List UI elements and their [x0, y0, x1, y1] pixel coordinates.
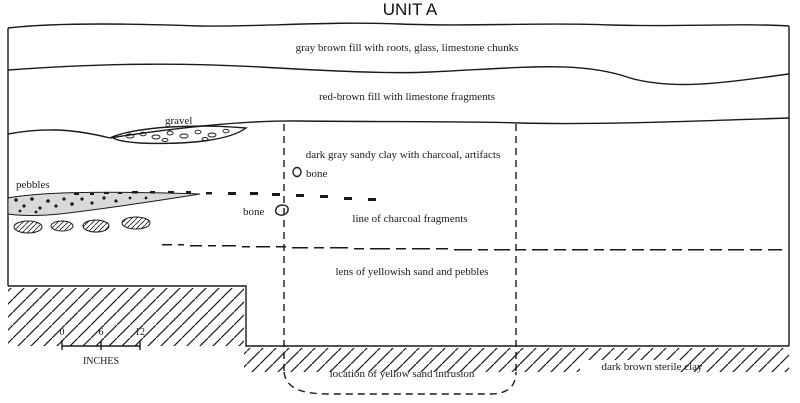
- large-stones: [13, 216, 151, 234]
- label-gravel: gravel: [165, 115, 192, 127]
- bone-fragment-2: [274, 204, 289, 216]
- charcoal-line: [74, 191, 376, 201]
- diagram-title: UNIT A: [383, 0, 438, 19]
- profile-floor-step: [8, 285, 789, 347]
- ground-hatch-bottom: [244, 348, 789, 372]
- label-intrusion: location of yellow sand intrusion: [330, 368, 475, 380]
- scale-unit-label: INCHES: [83, 356, 119, 367]
- label-top-fill: gray brown fill with roots, glass, limes…: [296, 42, 519, 54]
- profile-top-surface: [7, 22, 790, 29]
- ground-hatch-left: [8, 288, 244, 346]
- label-pebbles: pebbles: [16, 179, 50, 191]
- label-sand-lens: lens of yellowish sand and pebbles: [335, 266, 488, 278]
- label-red-fill: red-brown fill with limestone fragments: [319, 91, 495, 103]
- scale-label-6: 6: [99, 327, 104, 338]
- pebble-mass: [7, 191, 201, 216]
- sand-intrusion-outline: [283, 371, 517, 395]
- boundary-top-red: [7, 63, 790, 86]
- bone-fragment-1: [292, 166, 302, 178]
- label-charcoal-line: line of charcoal fragments: [352, 213, 467, 225]
- scale-label-12: 12: [135, 327, 145, 338]
- gravel-stones: [125, 128, 230, 142]
- label-dark-clay: dark gray sandy clay with charcoal, arti…: [306, 149, 501, 161]
- sand-lens-line: [162, 244, 782, 251]
- scale-bar: 0 6 12 INCHES: [60, 327, 146, 367]
- label-sterile-clay: dark brown sterile clay: [601, 361, 703, 373]
- label-bone-2: bone: [243, 206, 265, 218]
- pebble-dots: [14, 196, 148, 214]
- label-bone-1: bone: [306, 168, 328, 180]
- boundary-red-dark: [7, 117, 790, 139]
- scale-label-0: 0: [60, 327, 65, 338]
- gravel-lens: [110, 125, 248, 145]
